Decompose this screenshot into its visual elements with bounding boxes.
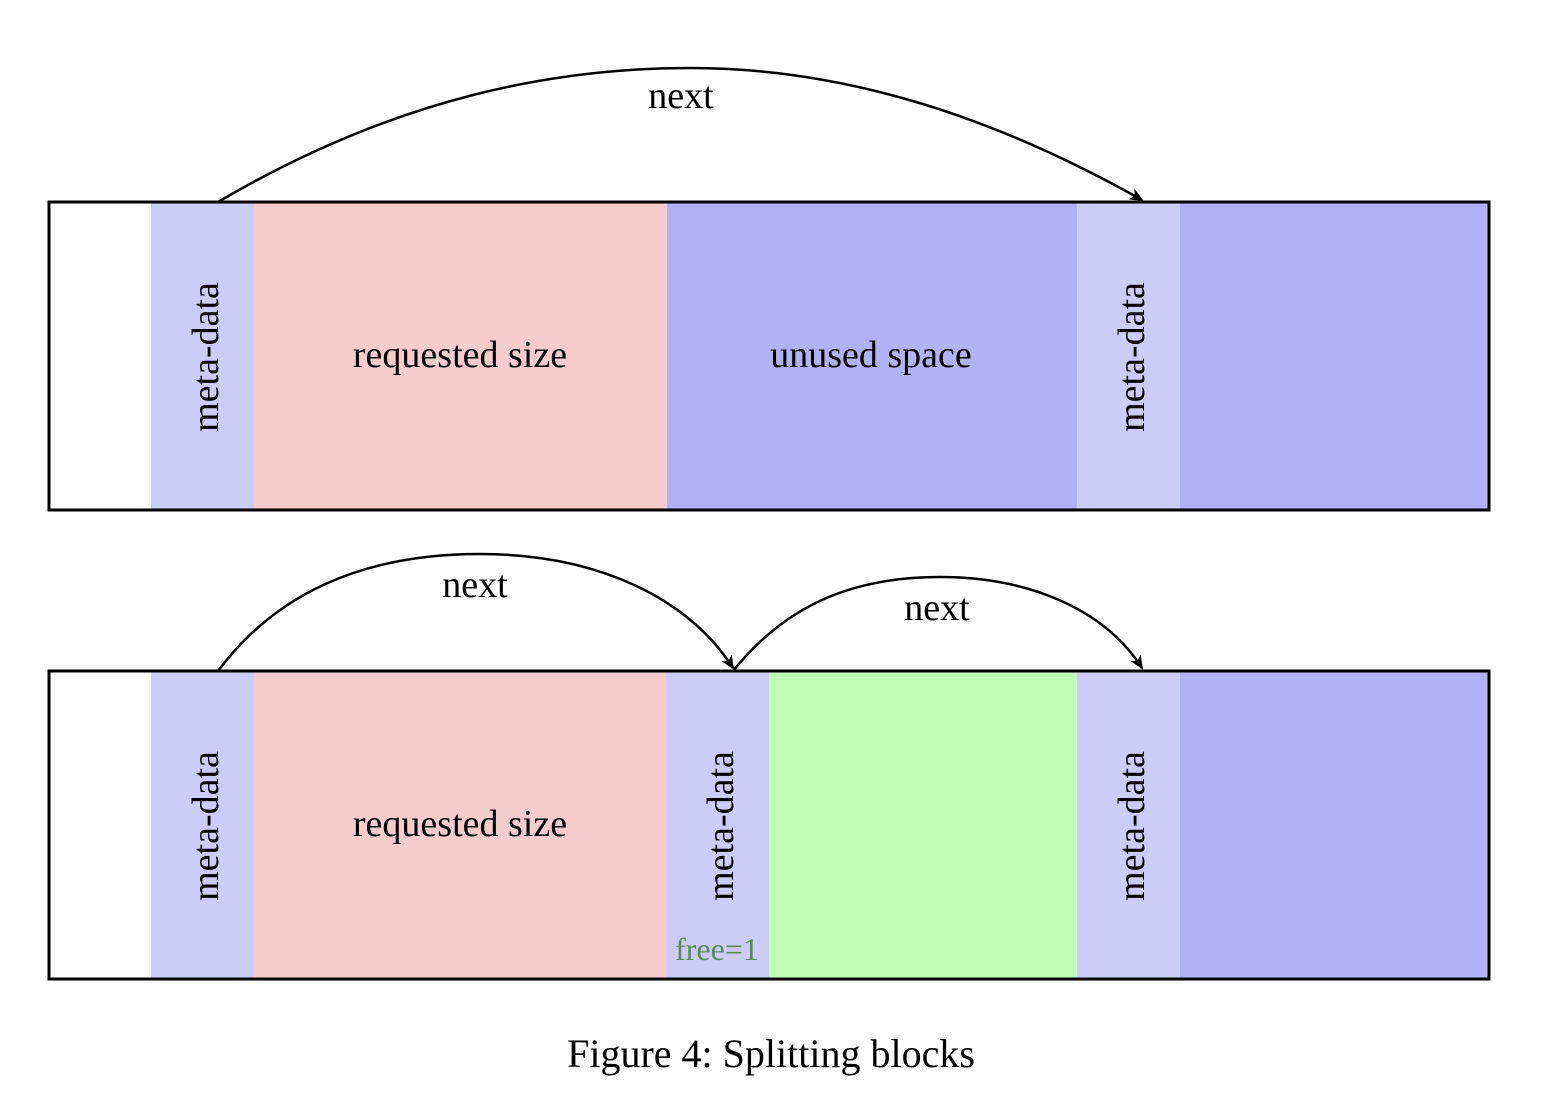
bottom-block-row: meta-data requested size meta-data meta-… xyxy=(47,552,1491,981)
top-memory-outline xyxy=(47,200,1491,512)
bottom-next-label-2: next xyxy=(904,587,970,629)
bottom-meta-data-label-2: meta-data xyxy=(1111,751,1153,901)
top-unused-space-label: unused space xyxy=(770,334,972,376)
top-meta-data-segment-2 xyxy=(1077,202,1180,510)
bottom-meta-data-segment-2 xyxy=(1077,671,1180,979)
splitting-blocks-diagram: meta-data requested size unused space me… xyxy=(47,66,1491,981)
bottom-next-label-1: next xyxy=(442,564,508,606)
bottom-requested-size-segment xyxy=(254,671,666,979)
top-block-row: meta-data requested size unused space me… xyxy=(47,66,1491,512)
bottom-meta-data-label-1: meta-data xyxy=(185,751,227,901)
top-trailing-block-segment xyxy=(1180,202,1489,510)
bottom-next-arrow-1 xyxy=(217,552,735,672)
free-flag-label: free=1 xyxy=(675,931,759,967)
top-requested-size-segment xyxy=(254,202,667,510)
top-requested-size-label: requested size xyxy=(353,334,567,376)
top-meta-data-segment-1 xyxy=(151,202,254,510)
bottom-free-block-segment xyxy=(769,671,1077,979)
top-meta-data-label-2: meta-data xyxy=(1111,282,1153,432)
bottom-memory-outline xyxy=(47,669,1491,981)
top-next-arrow xyxy=(217,66,1144,204)
top-meta-data-label-1: meta-data xyxy=(185,282,227,432)
bottom-requested-size-label: requested size xyxy=(353,803,567,845)
bottom-split-meta-data-segment xyxy=(666,671,769,979)
top-unused-space-segment xyxy=(667,202,1077,510)
bottom-next-arrow-2 xyxy=(732,575,1144,672)
figure-caption: Figure 4: Splitting blocks xyxy=(567,1031,975,1076)
bottom-meta-data-segment-1 xyxy=(151,671,254,979)
top-next-label: next xyxy=(648,75,714,117)
bottom-split-meta-data-label: meta-data xyxy=(700,751,742,901)
bottom-trailing-block-segment xyxy=(1180,671,1489,979)
